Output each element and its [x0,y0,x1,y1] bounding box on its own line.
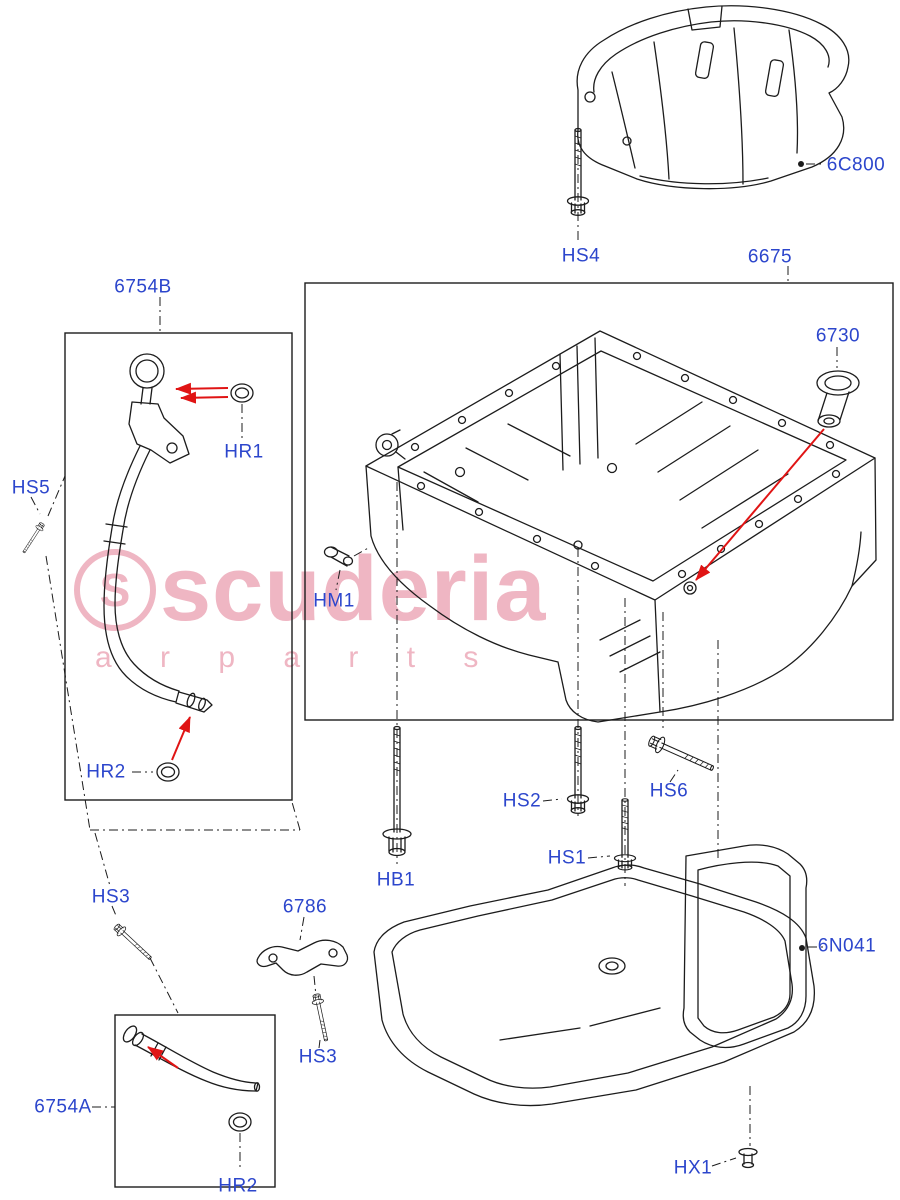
undershield-6n041-drawing [373,844,816,1107]
callout-hm1[interactable]: HM1 [313,590,355,612]
watermark-brand-text: scuderia [160,538,547,640]
leader-lines [30,98,838,1170]
engine-cover-6c800-drawing [576,5,850,190]
callout-hr1[interactable]: HR1 [224,441,264,463]
callout-hs2[interactable]: HS2 [502,790,542,812]
group-box-6754b [64,332,293,801]
callout-hs4[interactable]: HS4 [561,245,601,267]
dipstick-tube-6754b-drawing [103,353,213,713]
callout-6786[interactable]: 6786 [282,896,328,918]
callout-6754b[interactable]: 6754B [114,276,172,298]
callout-hx1[interactable]: HX1 [673,1157,713,1179]
plug-hx1-drawing [738,1147,758,1169]
callout-6675[interactable]: 6675 [747,246,793,268]
watermark-sub-text: a r p a r t s [95,641,499,674]
group-box-6675 [304,282,894,721]
callout-hb1[interactable]: HB1 [376,869,416,891]
plug-hm1-drawing [323,546,354,567]
bracket-6786-drawing [256,939,349,976]
oil-pan-6675-drawing [365,330,877,723]
callout-6n041[interactable]: 6N041 [817,935,877,957]
callout-hs3-upper[interactable]: HS3 [91,886,131,908]
callout-hs6[interactable]: HS6 [649,780,689,802]
callout-hr2-upper[interactable]: HR2 [86,761,126,783]
callout-hr2-lower[interactable]: HR2 [218,1175,258,1197]
group-box-6754a [114,1014,276,1188]
callout-6754a[interactable]: 6754A [34,1096,92,1118]
bolt-hb1-drawing [382,725,412,857]
callout-hs3-lower[interactable]: HS3 [298,1046,338,1068]
callout-6730[interactable]: 6730 [815,325,861,347]
red-arrows [147,382,825,1069]
callout-hs1[interactable]: HS1 [547,847,587,869]
callout-hs5[interactable]: HS5 [11,477,51,499]
callout-6c800[interactable]: 6C800 [826,154,886,176]
plug-6730-drawing [816,370,860,428]
